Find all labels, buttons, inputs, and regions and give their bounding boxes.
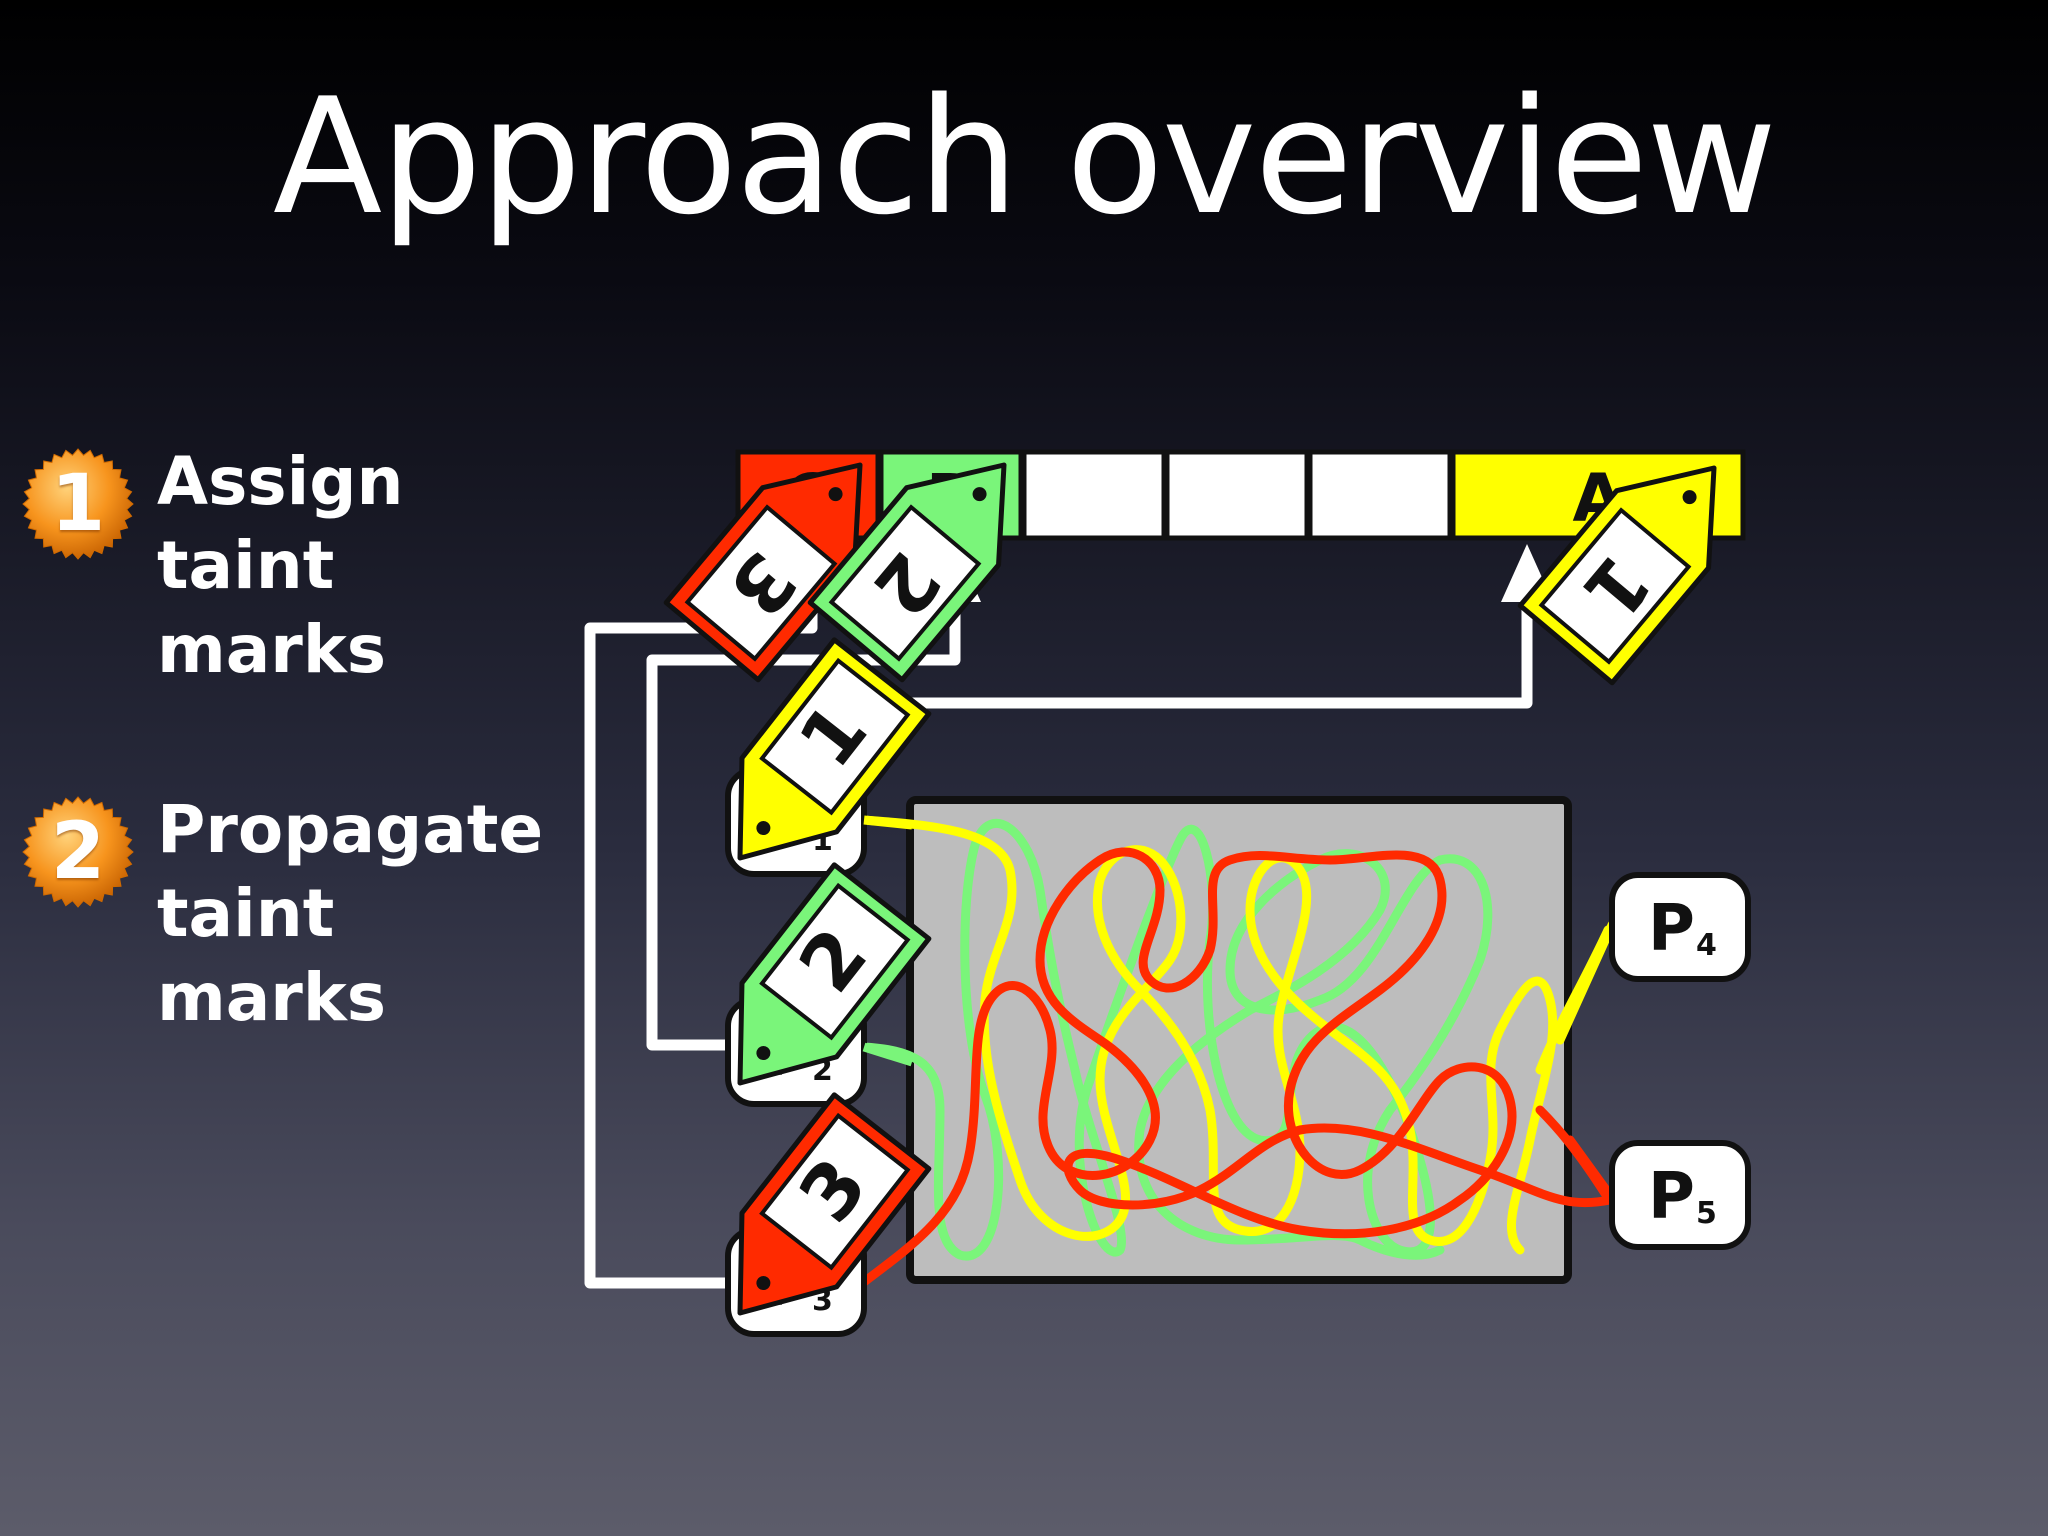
tag-top-1: 1	[1517, 465, 1717, 686]
slide-title: Approach overview	[272, 63, 1777, 250]
port-subscript: 4	[1696, 928, 1717, 963]
tag-label-area	[759, 882, 911, 1041]
tag-hole-icon	[756, 821, 771, 836]
port-wires	[1555, 920, 1617, 1203]
port-subscript: 5	[1696, 1196, 1717, 1231]
tag-label-area	[759, 1112, 911, 1271]
side-tags: 123	[737, 637, 932, 1316]
step-label: Propagate taint marks	[157, 788, 582, 1040]
port-label: P	[1648, 892, 1695, 966]
tag-side-1: 1	[737, 637, 932, 861]
tag-hole-icon	[972, 487, 987, 502]
port-label: P	[1648, 1160, 1695, 1234]
tag-hole-icon	[756, 1276, 771, 1291]
tag-label-area	[1538, 507, 1692, 665]
tag-side-2: 2	[737, 862, 932, 1086]
orange-badge-icon	[22, 448, 134, 560]
wire-green	[859, 818, 1493, 1261]
tag-top-2: 2	[807, 462, 1007, 683]
step-number: 1	[50, 459, 106, 549]
step-number: 2	[50, 807, 106, 897]
step-label-line1: Propagate	[157, 791, 544, 868]
tag-label-area	[759, 657, 911, 816]
port-box	[1609, 872, 1751, 982]
step-label-line2: taint marks	[157, 875, 387, 1036]
tag-label-area	[684, 504, 838, 662]
wire-p5	[1565, 1135, 1617, 1203]
step-label: Assign taint marks	[157, 440, 582, 692]
wire-p2	[862, 1042, 914, 1067]
wire-p1	[863, 815, 913, 830]
step-label-line1: Assign	[157, 443, 404, 520]
memory-cell-empty	[1164, 449, 1310, 541]
tag-top-3: 3	[663, 462, 863, 683]
memory-cell-empty	[1021, 449, 1167, 541]
tag-hole-icon	[828, 487, 843, 502]
arrow-p2-to-b	[646, 595, 961, 1051]
wire-p4	[1555, 920, 1617, 1045]
step-label-line2: taint marks	[157, 527, 387, 688]
tag-hole-icon	[1682, 490, 1697, 505]
step-assign: 1 Assign taint marks	[22, 443, 582, 688]
orange-badge-icon	[22, 796, 134, 908]
tag-hole-icon	[756, 1046, 771, 1061]
step-propagate: 2 Propagate taint marks	[22, 791, 582, 1036]
tag-side-3: 3	[737, 1092, 932, 1316]
port-entry-wires	[862, 815, 914, 1067]
port-box	[1609, 1140, 1751, 1250]
tag-label-area	[828, 504, 982, 662]
memory-cell-empty	[1307, 449, 1453, 541]
